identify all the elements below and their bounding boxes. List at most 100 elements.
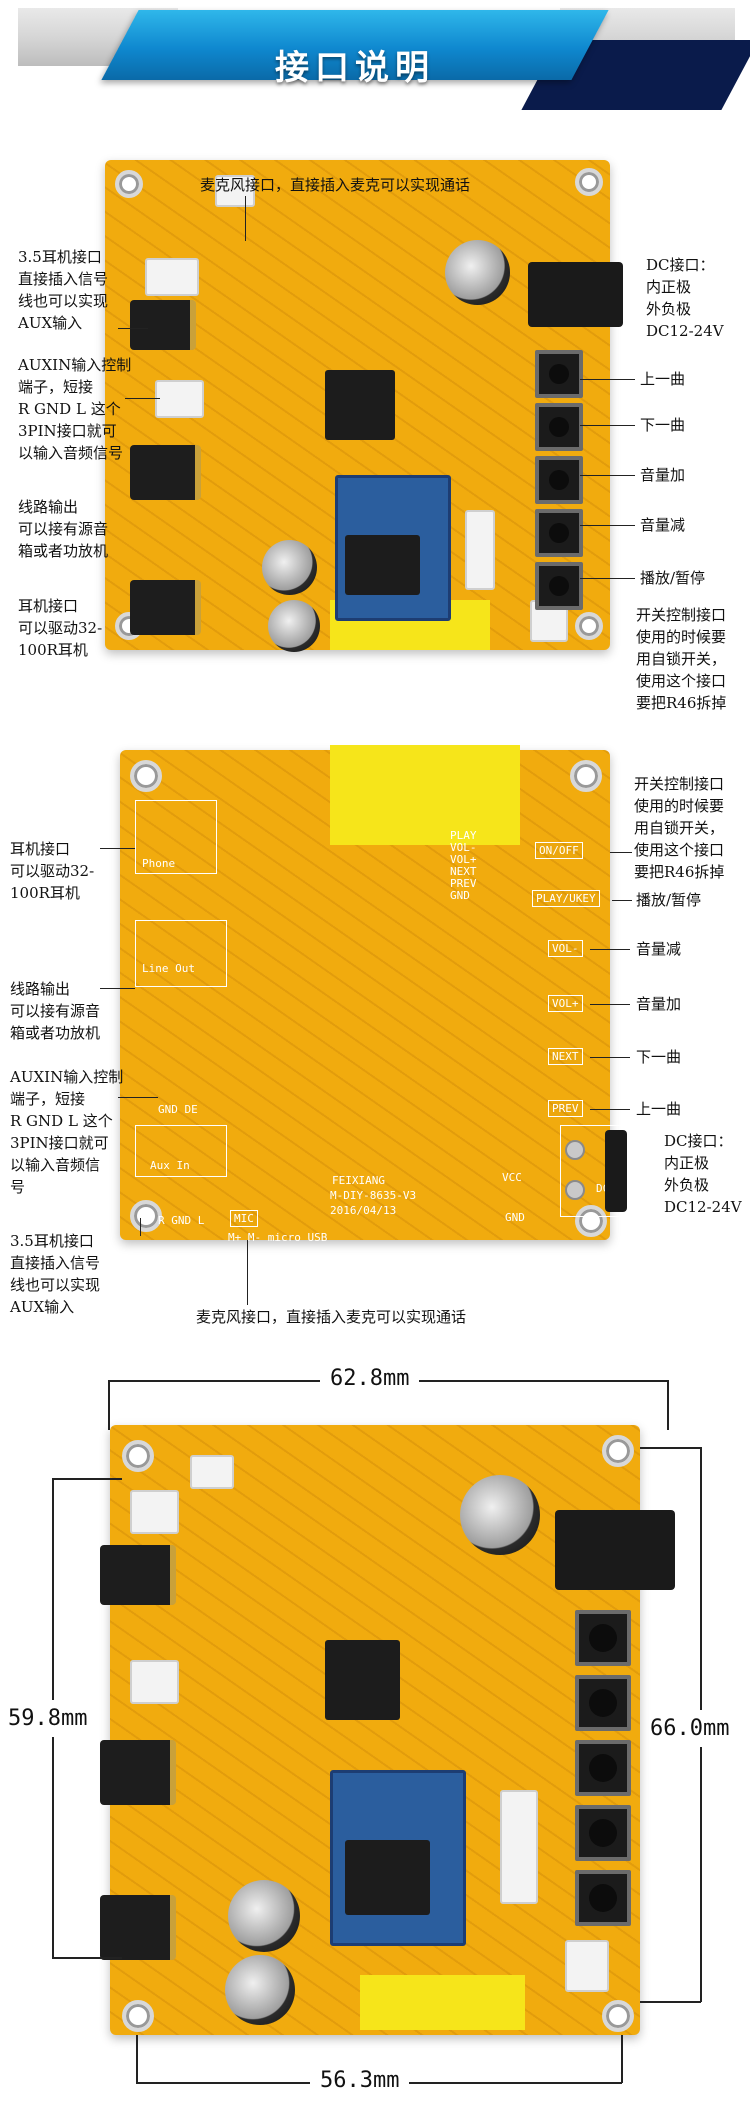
aux35-label-2: 3.5耳机接口 直接插入信号 线也可以实现 AUX输入 xyxy=(10,1232,101,1316)
phone-label: 耳机接口 可以驱动32- 100R耳机 xyxy=(18,597,103,659)
page-title: 接口说明 xyxy=(275,48,435,88)
aux35-label: 3.5耳机接口 直接插入信号 线也可以实现 AUX输入 xyxy=(18,248,109,332)
leader-line xyxy=(590,1109,630,1110)
leader-line xyxy=(247,1240,248,1305)
pad-auxin xyxy=(135,1125,227,1177)
silk-rgndl: R GND L xyxy=(158,1214,205,1227)
leader-line xyxy=(612,900,632,901)
auxin-label-2: AUXIN输入控制 端子，短接 R GND L 这个 3PIN接口就可 以输入音… xyxy=(10,1068,124,1196)
silk-date: 2016/04/13 xyxy=(330,1204,397,1217)
switch-label: 开关控制接口 使用的时候要 用自锁开关， 使用这个接口 要把R46拆掉 xyxy=(636,606,727,712)
capacitor xyxy=(228,1880,300,1952)
leader-line xyxy=(580,525,635,526)
leader-line xyxy=(125,398,160,399)
mount-hole xyxy=(602,2000,634,2032)
leader-line xyxy=(118,328,148,329)
auxin-connector xyxy=(155,380,204,418)
pad-lineout xyxy=(135,920,227,987)
mount-hole xyxy=(575,1205,607,1237)
mount-hole xyxy=(575,168,603,196)
test-pad xyxy=(565,1180,585,1200)
mount-hole xyxy=(570,760,602,792)
leader-line xyxy=(580,379,635,380)
voldown-label: 音量减 xyxy=(640,516,686,534)
aux-connector xyxy=(130,1490,179,1534)
volup-label: 音量加 xyxy=(640,466,686,484)
next-label: 下一曲 xyxy=(640,416,686,434)
next-switch xyxy=(535,403,583,451)
mount-hole xyxy=(122,2000,154,2032)
silk-volm: VOL- xyxy=(548,940,583,957)
switch-connector xyxy=(565,1940,609,1992)
mic-connector xyxy=(215,175,255,207)
header-connector xyxy=(500,1790,538,1904)
capacitor xyxy=(445,240,510,305)
silk-auxin: Aux In xyxy=(150,1159,190,1172)
leader-line xyxy=(118,1097,158,1098)
mount-hole xyxy=(122,1440,154,1472)
silk-list: PLAY VOL- VOL+ NEXT PREV GND xyxy=(450,829,477,902)
dimension-tick xyxy=(667,1380,669,1430)
volup-label-2: 音量加 xyxy=(636,995,682,1013)
silk-gndde: GND DE xyxy=(158,1103,198,1116)
silk-feixiang: FEIXIANG xyxy=(332,1174,385,1187)
leader-line xyxy=(100,988,135,989)
silk-gnd: GND xyxy=(505,1211,525,1224)
silk-mic: MIC xyxy=(230,1210,258,1227)
amp-chip xyxy=(325,1640,400,1720)
dimension-tick xyxy=(108,1380,110,1430)
mount-hole xyxy=(575,612,603,640)
amp-chip xyxy=(325,370,395,440)
prev-switch xyxy=(535,350,583,398)
capacitor xyxy=(262,540,317,595)
pad-phone xyxy=(135,800,217,874)
dc-jack xyxy=(605,1130,627,1212)
pad-dc xyxy=(560,1125,632,1217)
lineout-label-2: 线路输出 可以接有源音 箱或者功放机 xyxy=(10,980,101,1042)
silk-volp: VOL+ xyxy=(548,995,583,1012)
silk-mm: M+ M- micro USB xyxy=(228,1231,328,1244)
silk-playukey: PLAY/UKEY xyxy=(532,890,600,907)
voldown-switch xyxy=(575,1805,631,1861)
mount-hole xyxy=(130,760,162,792)
dimension-tick xyxy=(640,2001,701,2003)
dimension-tick xyxy=(52,1478,122,1480)
silk-onoff: ON/OFF xyxy=(535,842,583,859)
volup-switch xyxy=(575,1740,631,1796)
silk-vcc: VCC xyxy=(502,1171,522,1184)
leader-line xyxy=(140,1218,141,1236)
jack-phone xyxy=(130,580,201,635)
leader-line xyxy=(590,1004,630,1005)
switch-label-2: 开关控制接口 使用的时候要 用自锁开关， 使用这个接口 要把R46拆掉 xyxy=(634,775,725,881)
header-connector xyxy=(465,510,495,590)
test-pad xyxy=(565,1140,585,1160)
antenna-area xyxy=(330,745,520,845)
jack-35 xyxy=(130,300,196,350)
voldown-label-2: 音量减 xyxy=(636,940,682,958)
mic-label: 麦克风接口，直接插入麦克可以实现通话 xyxy=(200,176,471,194)
leader-line xyxy=(610,852,632,853)
mount-hole xyxy=(602,1435,634,1467)
dc-jack xyxy=(555,1510,675,1590)
prev-label: 上一曲 xyxy=(640,370,686,388)
bluetooth-chip xyxy=(345,535,420,595)
dc-label-2: DC接口： 内正极 外负极 DC12-24V xyxy=(664,1132,742,1216)
dimension-tick xyxy=(621,2035,623,2083)
leader-line xyxy=(590,1057,630,1058)
next-switch xyxy=(575,1675,631,1731)
jack-lineout xyxy=(100,1740,176,1805)
auxin-label: AUXIN输入控制 端子，短接 R GND L 这个 3PIN接口就可 以输入音… xyxy=(18,356,132,462)
capacitor xyxy=(460,1475,540,1555)
jack-phone xyxy=(100,1895,176,1960)
phone-label-2: 耳机接口 可以驱动32- 100R耳机 xyxy=(10,840,95,902)
jack-35 xyxy=(100,1545,176,1605)
next-label-2: 下一曲 xyxy=(636,1048,682,1066)
dc-label: DC接口： 内正极 外负极 DC12-24V xyxy=(646,256,724,340)
voldown-switch xyxy=(535,509,583,557)
mic-connector xyxy=(190,1455,234,1489)
silk-phone: Phone xyxy=(142,857,176,870)
silk-model: M-DIY-8635-V3 xyxy=(330,1189,417,1202)
jack-lineout xyxy=(130,445,201,500)
play-label-2: 播放/暂停 xyxy=(636,891,702,909)
leader-line xyxy=(590,949,630,950)
